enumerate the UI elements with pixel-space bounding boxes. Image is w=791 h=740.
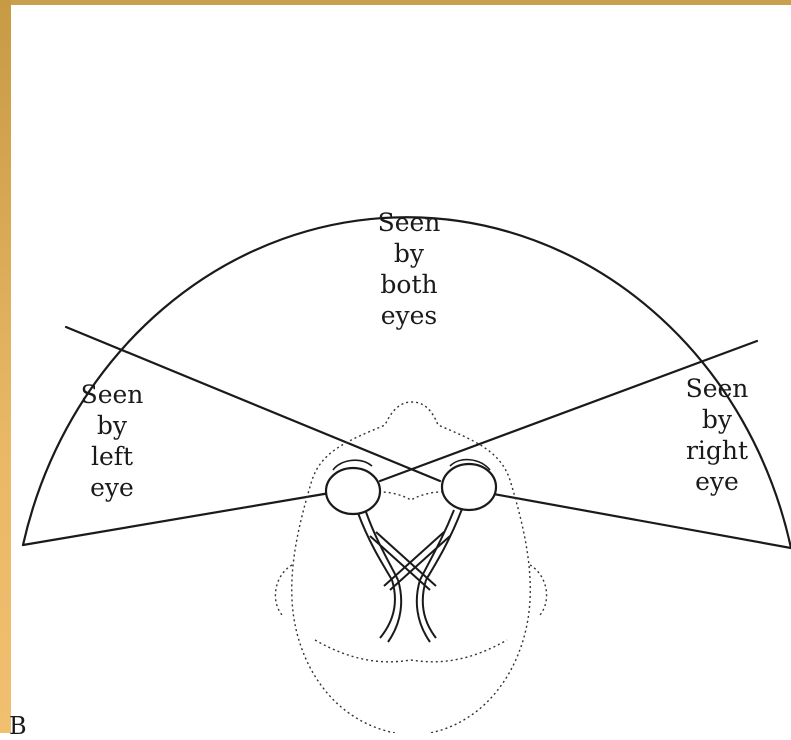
- label-line: eye: [657, 466, 777, 497]
- label-line: left: [52, 441, 172, 472]
- optic-pathway: [358, 509, 462, 642]
- label-seen-by-right-eye: Seen by right eye: [657, 373, 777, 497]
- head-outline: [275, 402, 546, 733]
- left-eye-icon: [326, 468, 380, 514]
- label-seen-by-both-eyes: Seen by both eyes: [349, 207, 469, 331]
- label-line: by: [349, 238, 469, 269]
- label-line: Seen: [52, 379, 172, 410]
- label-line: right: [657, 435, 777, 466]
- label-line: eye: [52, 472, 172, 503]
- label-line: eyes: [349, 300, 469, 331]
- figure-panel-letter: B: [9, 712, 27, 740]
- label-line: both: [349, 269, 469, 300]
- right-eye-lateral-ray: [488, 493, 791, 548]
- label-line: by: [657, 404, 777, 435]
- label-line: Seen: [657, 373, 777, 404]
- label-line: Seen: [349, 207, 469, 238]
- label-seen-by-left-eye: Seen by left eye: [52, 379, 172, 503]
- right-eye-icon: [442, 464, 496, 510]
- label-line: by: [52, 410, 172, 441]
